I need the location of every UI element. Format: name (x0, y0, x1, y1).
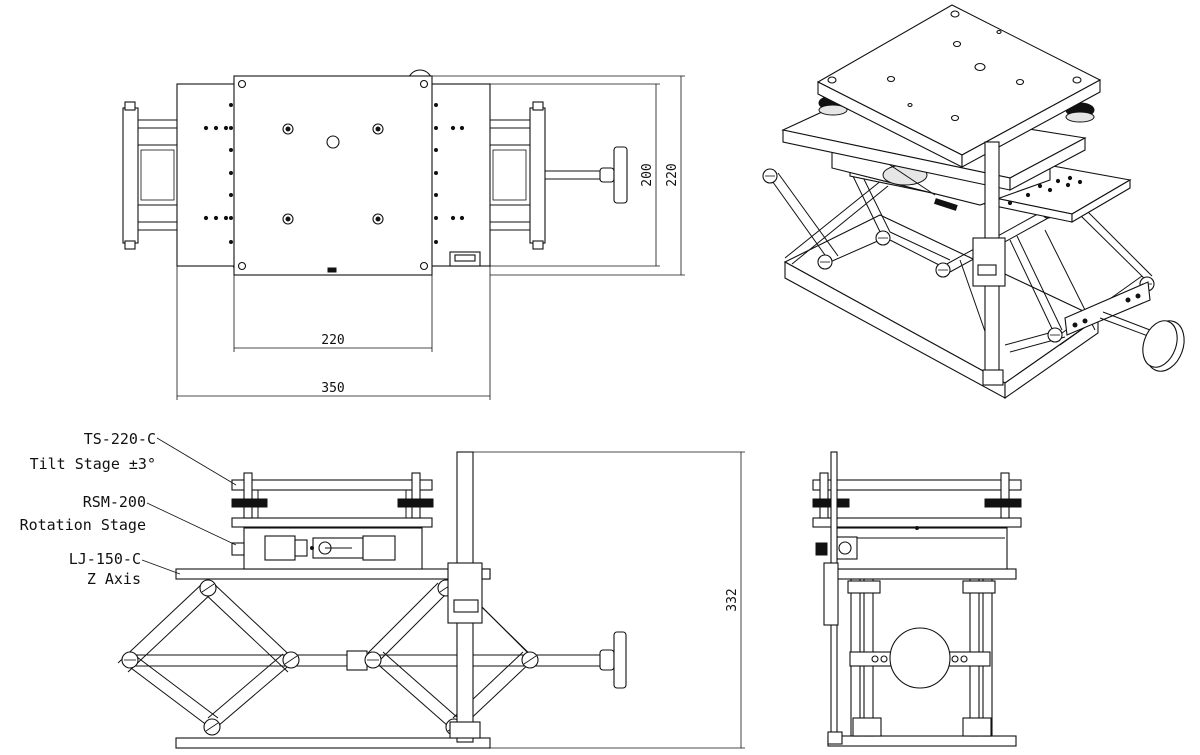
top-left-rails (122, 101, 177, 250)
front-vertical-post (447, 451, 491, 743)
callout-z-axis-description: Z Axis (87, 570, 141, 588)
iso-crank-handle (1099, 311, 1185, 372)
dim-overall-height: 332 (725, 588, 740, 611)
dim-platform-width: 220 (321, 333, 344, 348)
callout-tilt-stage-model: TS-220-C (84, 430, 156, 448)
iso-vertical-post (972, 141, 1006, 386)
front-tilt-stage (231, 472, 434, 528)
callout-tilt-stage-description: Tilt Stage ±3° (30, 455, 156, 473)
top-platform (233, 75, 433, 276)
side-view (812, 451, 1022, 747)
front-height-dimension (473, 451, 745, 749)
top-base-holes (203, 103, 465, 244)
top-crank-handle (545, 146, 628, 204)
iso-middle-plate-holes (1007, 175, 1083, 206)
front-rotation-stage (231, 527, 423, 570)
top-view: 220 350 200 220 (122, 69, 685, 400)
side-cross-bar (849, 627, 991, 689)
callout-z-axis-model: LJ-150-C (69, 550, 141, 568)
front-jack-top-plate (175, 568, 491, 580)
callout-rotation-stage-description: Rotation Stage (20, 516, 146, 534)
top-dimension-lines (176, 75, 685, 400)
callout-rotation-stage-model: RSM-200 (83, 493, 146, 511)
top-right-rails (490, 101, 546, 250)
dim-base-width: 350 (321, 381, 344, 396)
front-base-plate (175, 737, 491, 749)
side-jack-top-plate (827, 568, 1017, 580)
top-platform-holes (237, 79, 429, 271)
dim-platform-depth: 200 (640, 163, 655, 186)
iso-top-plate-holes (827, 10, 1082, 122)
dim-overall-depth: 220 (665, 163, 680, 186)
isometric-view (762, 4, 1185, 400)
front-view: 332 TS-220-C Tilt Stage ±3° RSM-200 Rota… (20, 430, 745, 749)
side-base-plate (827, 735, 1017, 747)
front-callouts (141, 437, 237, 575)
